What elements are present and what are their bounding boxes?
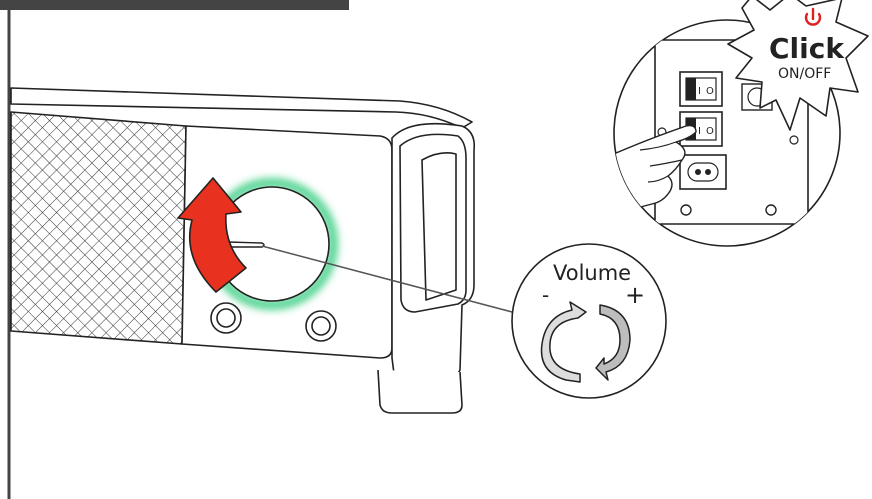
volume-callout: Volume - + (511, 243, 667, 399)
volume-plus: + (625, 281, 645, 309)
svg-text:O: O (706, 86, 714, 97)
soundbar (10, 87, 476, 414)
svg-text:I: I (698, 126, 701, 137)
page-frame (0, 0, 349, 499)
click-label: Click (769, 32, 845, 65)
svg-text:I: I (698, 86, 701, 97)
volume-label: Volume (553, 261, 631, 285)
click-starburst (727, 0, 869, 131)
front-buttons (210, 302, 337, 342)
speaker-grille (10, 111, 187, 345)
rotate-arrow-icon (177, 177, 247, 293)
rear-switch-top: I O (679, 71, 723, 107)
soundbar-foot (377, 369, 463, 414)
ac-inlet (679, 154, 727, 190)
volume-up-arrow-icon (595, 304, 631, 381)
onoff-label: ON/OFF (778, 66, 831, 82)
volume-down-arrow-icon (540, 301, 587, 383)
svg-text:O: O (706, 126, 714, 137)
power-callout: I O I O (613, 0, 869, 247)
power-icon (804, 7, 822, 26)
volume-knob (206, 178, 338, 310)
volume-minus: - (542, 283, 549, 307)
callout-pointer (261, 245, 513, 313)
